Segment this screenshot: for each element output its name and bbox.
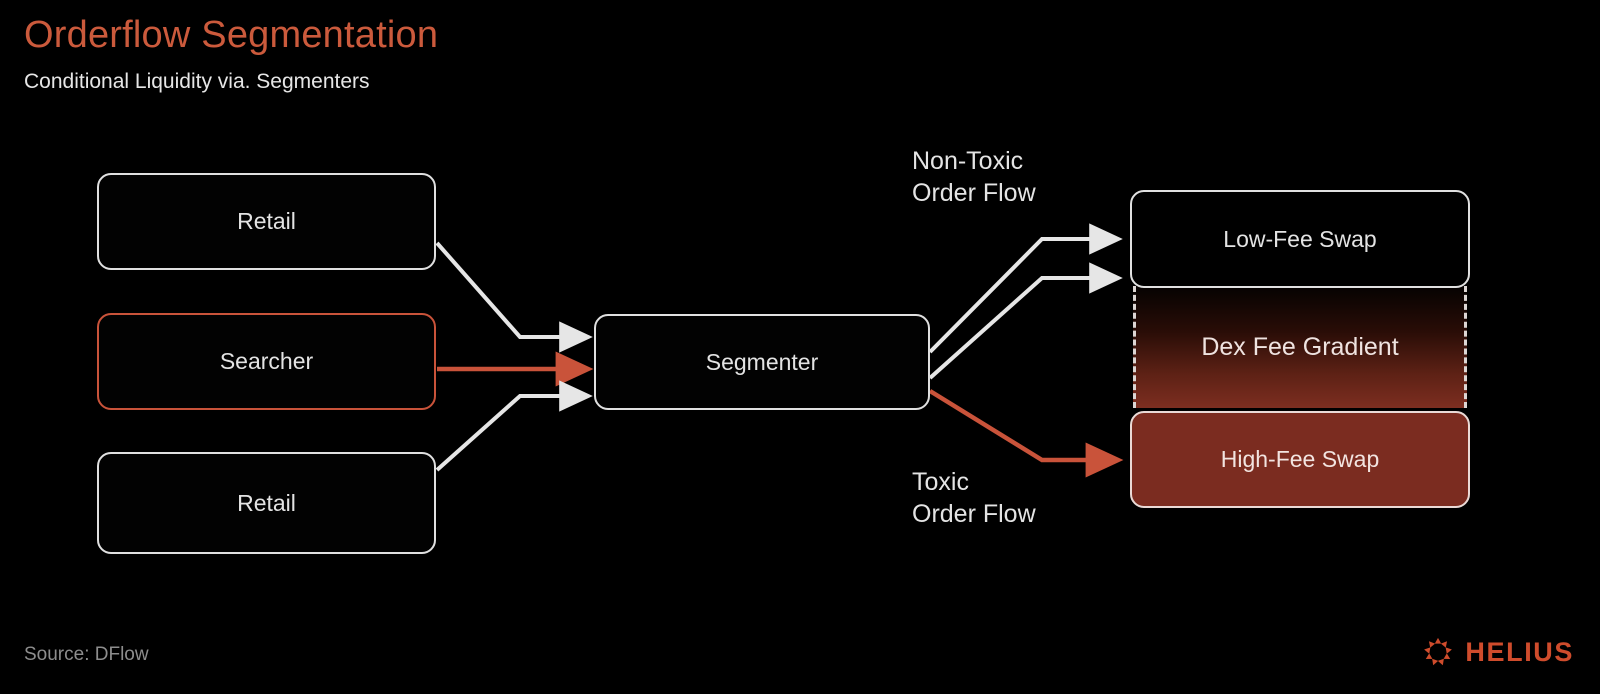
node-retail-bottom[interactable]: Retail bbox=[97, 452, 436, 554]
node-label: Retail bbox=[237, 489, 296, 516]
page-title: Orderflow Segmentation bbox=[24, 14, 439, 56]
page-subtitle: Conditional Liquidity via. Segmenters bbox=[24, 70, 370, 93]
helius-sun-icon bbox=[1424, 637, 1453, 666]
node-segmenter[interactable]: Segmenter bbox=[594, 314, 930, 410]
node-retail-top[interactable]: Retail bbox=[97, 173, 436, 270]
edge-retail-top-to-segmenter bbox=[435, 241, 593, 353]
node-high-fee-swap[interactable]: High-Fee Swap bbox=[1130, 411, 1470, 508]
node-low-fee-swap[interactable]: Low-Fee Swap bbox=[1130, 190, 1470, 288]
node-label: High-Fee Swap bbox=[1220, 446, 1380, 472]
edge-segmenter-to-low-fee-upper bbox=[928, 223, 1123, 354]
flow-label-non-toxic: Non-Toxic Order Flow bbox=[912, 147, 1036, 207]
node-label: Segmenter bbox=[705, 348, 819, 375]
node-searcher[interactable]: Searcher bbox=[97, 313, 436, 410]
node-label: Low-Fee Swap bbox=[1223, 225, 1377, 252]
helius-brand: HELIUS bbox=[1422, 636, 1574, 668]
node-label: Searcher bbox=[219, 348, 314, 374]
flow-label-toxic: Toxic Order Flow bbox=[912, 468, 1036, 528]
source-note: Source: DFlow bbox=[24, 644, 149, 665]
node-label: Retail bbox=[237, 208, 296, 234]
node-dex-fee-gradient: Dex Fee Gradient bbox=[1133, 286, 1467, 408]
edge-segmenter-to-high-fee bbox=[928, 389, 1124, 478]
node-label: Dex Fee Gradient bbox=[1201, 332, 1399, 361]
edge-retail-bottom-to-segmenter bbox=[435, 380, 593, 472]
brand-name: HELIUS bbox=[1465, 636, 1574, 667]
edge-segmenter-to-low-fee-lower bbox=[928, 262, 1123, 380]
